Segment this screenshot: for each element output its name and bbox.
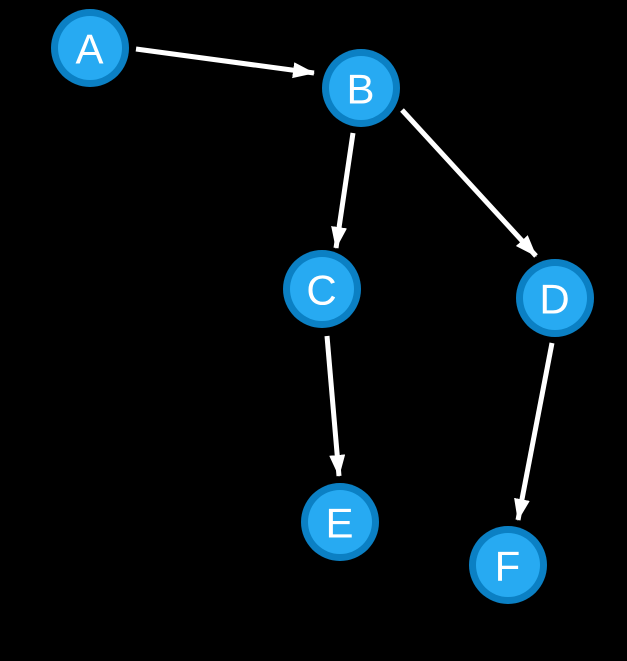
edge-B-C [331, 132, 356, 249]
edge-D-F [514, 342, 555, 521]
node-F[interactable]: F [469, 526, 547, 604]
node-B-label: B [346, 66, 375, 113]
node-A[interactable]: A [51, 9, 129, 87]
node-D[interactable]: D [516, 259, 594, 337]
node-D-fill [523, 266, 587, 330]
node-C-fill [290, 257, 354, 321]
node-F-label: F [495, 543, 522, 590]
edge-A-B [135, 46, 315, 79]
node-C-label: C [306, 267, 337, 314]
node-F-fill [476, 533, 540, 597]
node-B-fill [329, 56, 393, 120]
node-B[interactable]: B [322, 49, 400, 127]
node-D-label: D [539, 276, 570, 323]
node-E-label: E [325, 500, 354, 547]
node-E-fill [308, 490, 372, 554]
node-E[interactable]: E [301, 483, 379, 561]
node-A-fill [58, 16, 122, 80]
edge-C-E [324, 335, 346, 477]
node-A-label: A [75, 26, 104, 73]
edge-B-D [400, 108, 538, 258]
node-C[interactable]: C [283, 250, 361, 328]
